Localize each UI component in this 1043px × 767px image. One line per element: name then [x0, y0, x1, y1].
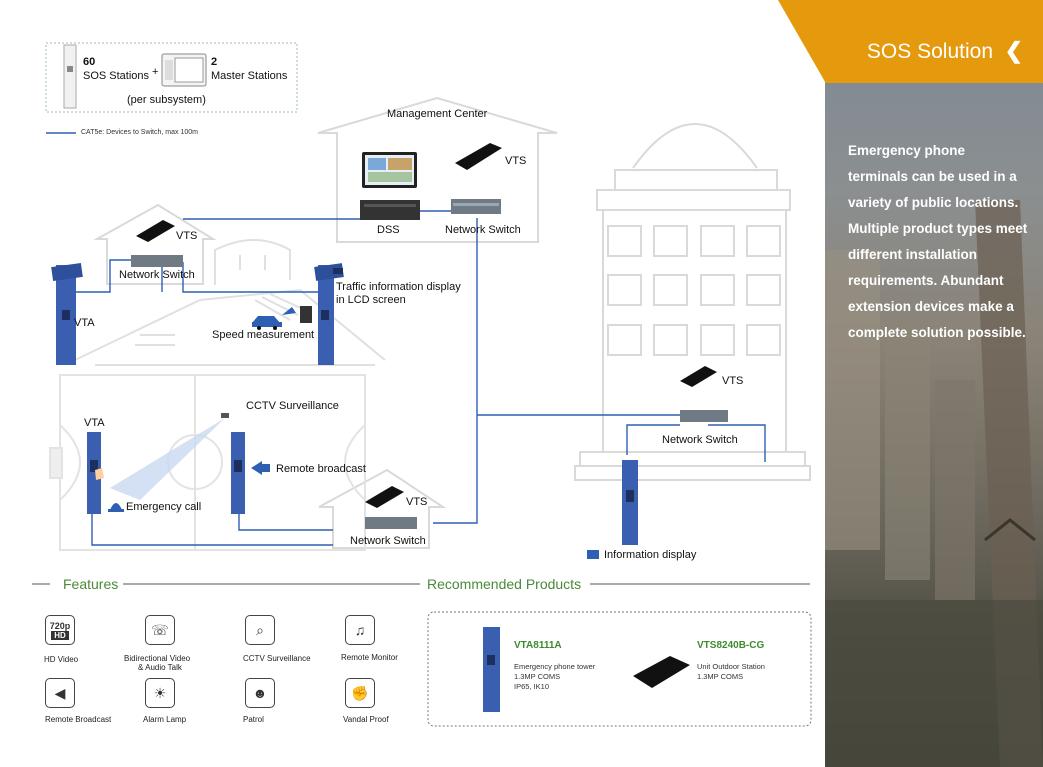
hd-badge-bottom: HD [51, 630, 69, 640]
feature-label-hd-video: HD Video [44, 655, 79, 664]
traffic-display-label: Traffic information display [336, 281, 461, 293]
vts-label-bottom: VTS [406, 496, 428, 508]
traffic-screen-icon [333, 268, 343, 274]
megaphone-icon [251, 461, 270, 475]
traffic-display-label-2: in LCD screen [336, 294, 406, 306]
sos-count: 60 [83, 56, 96, 68]
patrol-icon: ☻ [245, 678, 275, 708]
cctv-icon: ⌕ [245, 615, 275, 645]
feature-label-bidirectional-2: & Audio Talk [138, 663, 182, 672]
features-title: Features [63, 576, 119, 592]
switch-label-left: Network Switch [119, 269, 195, 281]
feature-label-patrol: Patrol [243, 715, 264, 724]
speed-measurement-label: Speed measurement [212, 329, 315, 341]
vta-tower-field [87, 432, 101, 514]
master-label: Master Stations [211, 70, 288, 82]
feature-label-alarm-lamp: Alarm Lamp [143, 715, 187, 724]
products-title: Recommended Products [427, 576, 582, 592]
gate [214, 239, 291, 285]
product-desc-vta8111a-3: IP65, IK10 [514, 682, 550, 691]
product-desc-vta8111a-1: Emergency phone tower [514, 662, 596, 671]
vts-label-management: VTS [505, 155, 527, 167]
vts-device-building [680, 366, 717, 387]
product-desc-vts8240b-1: Unit Outdoor Station [697, 662, 765, 671]
alarm-lamp-icon: ☀ [145, 678, 175, 708]
remote-broadcast-label: Remote broadcast [276, 463, 366, 475]
emergency-call-label: Emergency call [126, 501, 202, 513]
vts-label-building: VTS [722, 375, 744, 387]
solution-diagram [32, 42, 812, 727]
master-station-icon [161, 53, 207, 87]
network-links [65, 210, 766, 546]
vts-device-bottom [365, 486, 404, 508]
city-skyline-image [825, 200, 1043, 767]
phone-icon: ☏ [145, 615, 175, 645]
product-name-vta8111a: VTA8111A [514, 640, 562, 651]
vandal-proof-icon: ✊ [345, 678, 375, 708]
sos-station-icon [63, 44, 77, 109]
feature-label-remote-monitor: Remote Monitor [341, 653, 398, 662]
megaphone-icon: ◀ [45, 678, 75, 708]
product-vta8111a-image [483, 627, 500, 712]
vta-tower-traffic [314, 263, 344, 365]
cctv-label: CCTV Surveillance [246, 400, 339, 412]
page-title: SOS Solution [866, 40, 993, 63]
cctv-beam-source [211, 420, 212, 421]
vta-tower-cctv [231, 432, 245, 514]
headset-icon: ♫ [345, 615, 375, 645]
sidebar-description: Emergency phone terminals can be used in… [848, 143, 1028, 340]
legend-plus: + [152, 66, 159, 78]
title-banner: SOS Solution ❮ [778, 0, 1043, 83]
vta-tower-building [622, 460, 638, 545]
vts-label-left: VTS [176, 230, 198, 242]
legend-box [45, 42, 298, 113]
product-vts8240b-image [633, 656, 690, 688]
management-center-label: Management Center [387, 108, 488, 120]
switch-device-left [131, 255, 183, 267]
vta-tower-left [51, 262, 83, 365]
sidebar-photo-panel: Emergency phone terminals can be used in… [825, 0, 1043, 767]
alarm-lamp-icon [108, 503, 124, 512]
feature-label-remote-broadcast: Remote Broadcast [45, 715, 112, 724]
information-display-label: Information display [604, 549, 697, 561]
car-icon [252, 316, 282, 330]
feature-label-bidirectional: Bidirectional Video [124, 654, 191, 663]
master-count: 2 [211, 56, 218, 68]
left-house-building [93, 203, 217, 285]
vts-device-management [455, 143, 502, 170]
cable-note: CAT5e: Devices to Switch, max 100m [81, 129, 198, 136]
switch-label-bottom: Network Switch [350, 535, 426, 547]
per-subsystem: (per subsystem) [127, 94, 206, 106]
feature-label-cctv: CCTV Surveillance [243, 654, 311, 663]
dss-label: DSS [377, 224, 400, 236]
product-desc-vta8111a-2: 1.3MP COMS [514, 672, 561, 681]
info-display-icon [587, 550, 599, 559]
switch-device-building [680, 410, 728, 422]
feature-label-vandal-proof: Vandal Proof [343, 715, 389, 724]
hd-badge-top: 720p [49, 620, 71, 631]
product-name-vts8240b: VTS8240B-CG [697, 640, 765, 651]
dss-monitor-device [360, 152, 420, 220]
speed-camera-icon [282, 306, 312, 323]
switch-label-management: Network Switch [445, 224, 521, 236]
hand-icon-field [95, 468, 104, 480]
cctv-beam [110, 418, 225, 500]
cctv-camera-icon [221, 413, 229, 418]
vts-device-left [136, 220, 175, 242]
switch-device-management [451, 199, 501, 214]
switch-label-building: Network Switch [662, 434, 738, 446]
vta-label-field: VTA [84, 417, 105, 429]
products-box [427, 611, 812, 727]
vta-label-road: VTA [74, 317, 95, 329]
switch-device-bottom [365, 517, 417, 529]
sos-label: SOS Stations [83, 70, 150, 82]
hd-video-icon: 720p HD [45, 615, 75, 645]
city-building [574, 123, 811, 481]
product-desc-vts8240b-2: 1.3MP COMS [697, 672, 744, 681]
chevron-left-icon[interactable]: ❮ [1004, 38, 1023, 63]
